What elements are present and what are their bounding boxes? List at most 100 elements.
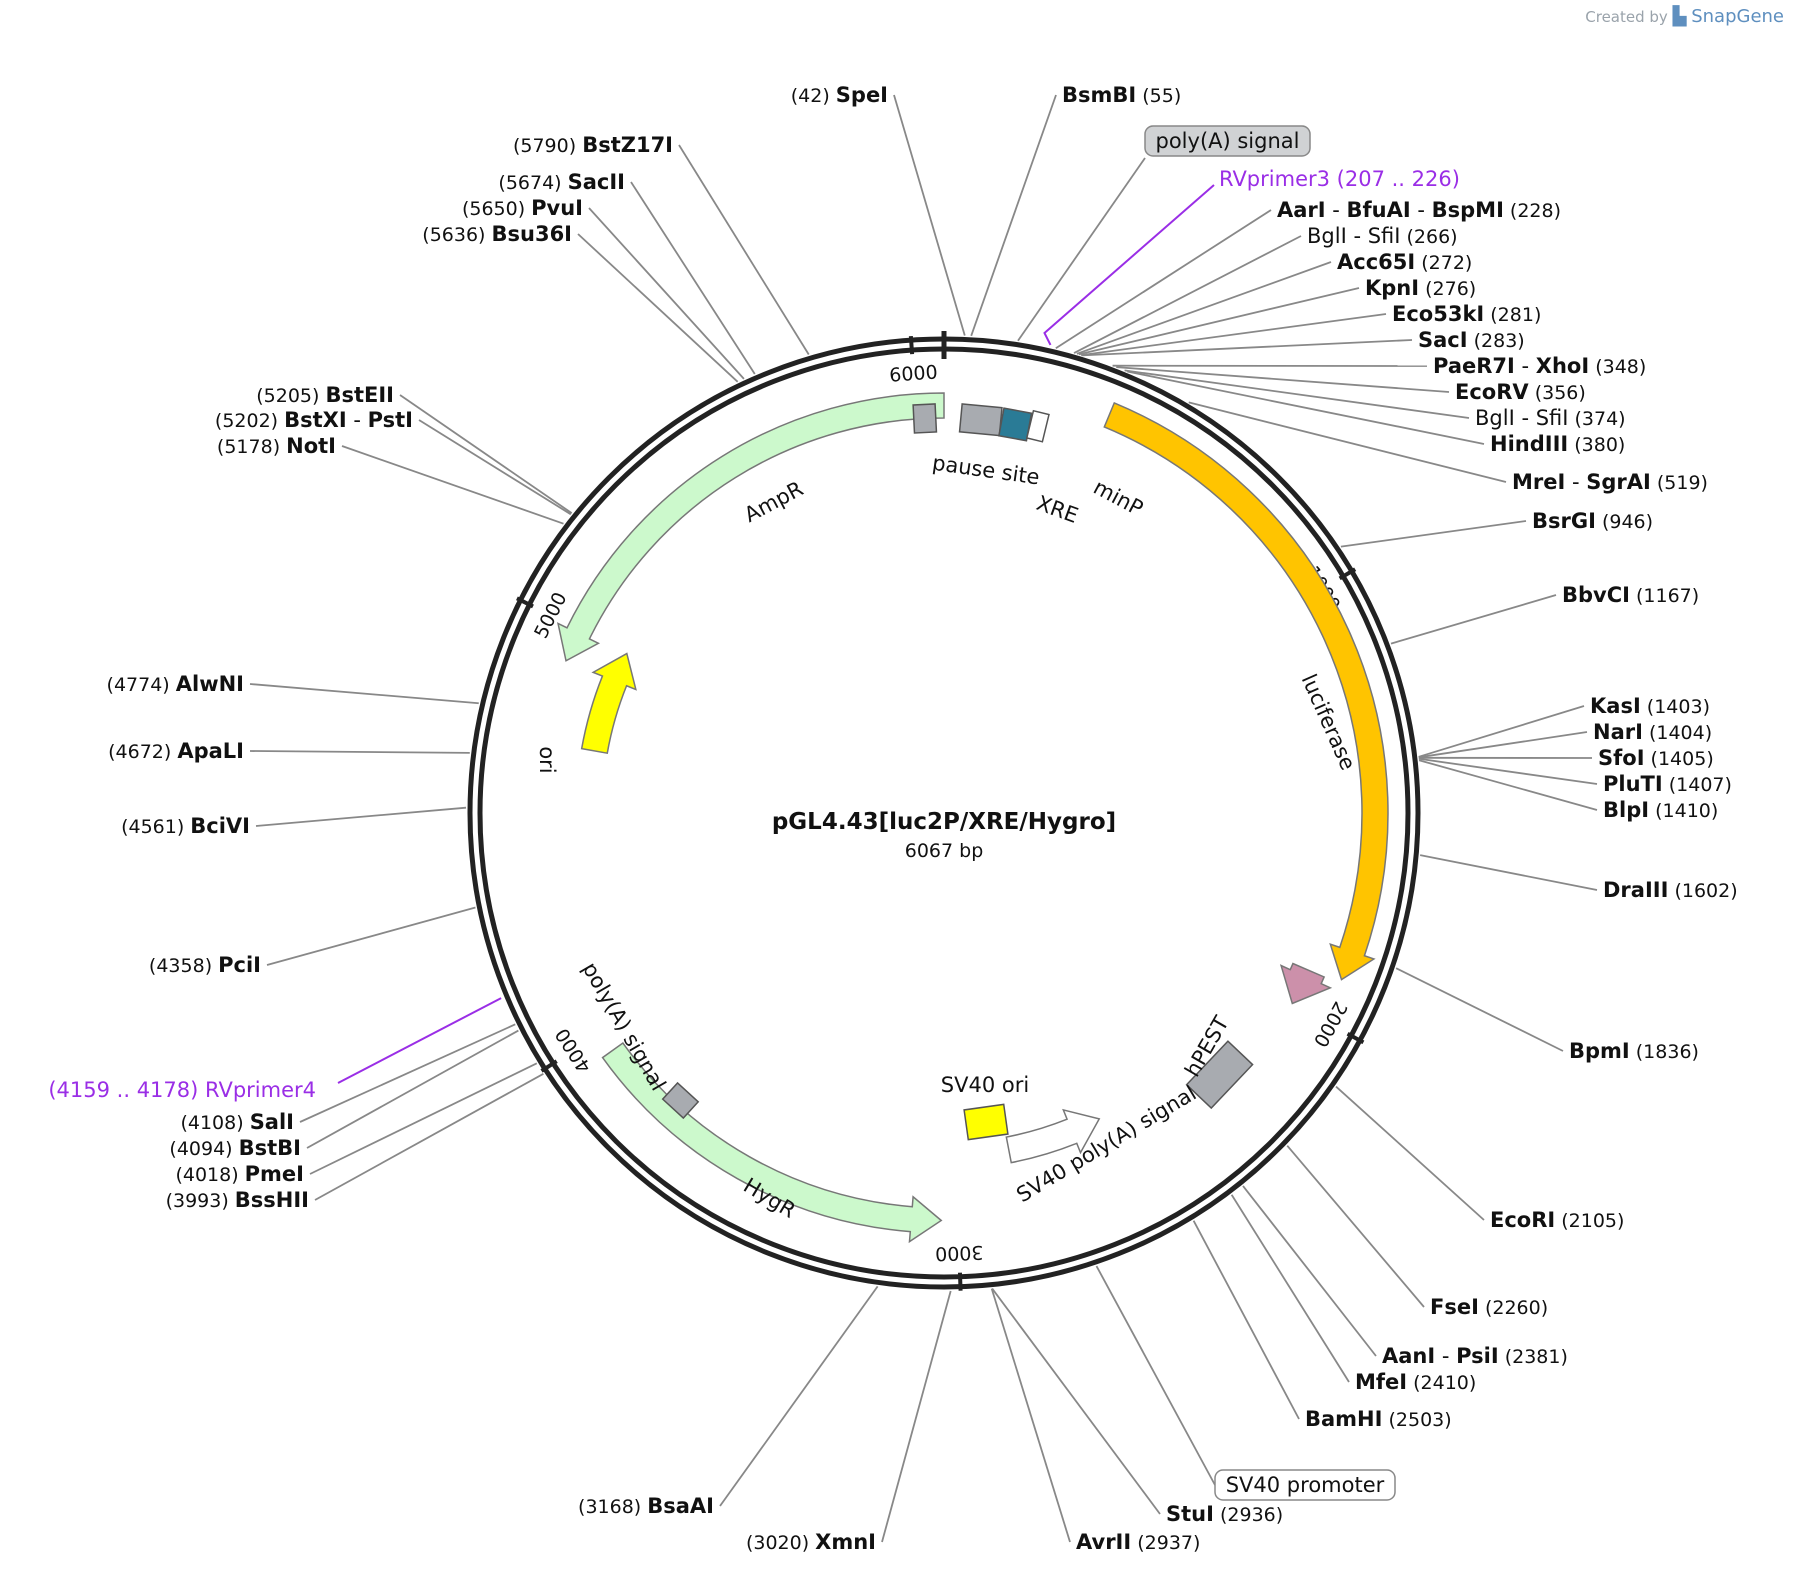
plasmid-backbone: 600010002000300040005000 [467, 331, 1421, 1291]
sv40-promoter-label-box [1214, 1469, 1396, 1501]
site-leader-line [630, 181, 756, 375]
tick-mark [908, 336, 915, 355]
site-leader-line [266, 906, 476, 966]
site-name: PsiI [1456, 1344, 1499, 1368]
site-position: (2936) [1214, 1504, 1283, 1526]
site-position: (374) [1568, 408, 1625, 430]
site-name: PmeI [245, 1162, 304, 1186]
site-label: BsrGI (946) [1532, 509, 1653, 533]
site-name: - [347, 408, 368, 432]
site-leader-line [577, 233, 739, 383]
site-position: (283) [1468, 330, 1525, 352]
site-leader-line [1390, 594, 1557, 645]
site-name: StuI [1166, 1502, 1214, 1526]
polya-top-label-box [1144, 125, 1311, 157]
tick-label: 6000 [889, 361, 939, 386]
site-leader-line [1188, 401, 1507, 483]
site-label: (5178) NotI [217, 434, 336, 458]
site-label: StuI (2936) [1166, 1502, 1283, 1526]
rvprimer4-range: (4159 .. 4178) [48, 1078, 205, 1102]
site-name: Eco53kI [1392, 302, 1484, 326]
site-name: BfuAI [1347, 198, 1411, 222]
site-label: (5205) BstEII [256, 383, 394, 407]
site-name: - [1565, 470, 1586, 494]
site-name: BstXI [284, 408, 347, 432]
site-label: (5674) SacII [498, 170, 625, 194]
site-leader-line [990, 1288, 1071, 1543]
site-position: (1405) [1645, 748, 1714, 770]
site-name: BlpI [1603, 798, 1649, 822]
site-name: SacII [568, 170, 625, 194]
site-label: (3993) BssHII [166, 1188, 309, 1212]
site-position: (55) [1136, 85, 1181, 107]
site-name: SfiI [1536, 406, 1569, 430]
site-name: Acc65I [1337, 250, 1415, 274]
site-leader-line [1286, 1145, 1425, 1308]
site-name: BstZ17I [582, 133, 673, 157]
site-position: (272) [1415, 252, 1472, 274]
site-name: - [1411, 198, 1432, 222]
site-position: (4094) [169, 1138, 238, 1160]
site-label: PluTI (1407) [1603, 772, 1732, 796]
site-position: (1836) [1630, 1041, 1699, 1063]
site-name: BsmBI [1062, 83, 1136, 107]
site-name: AarI [1277, 198, 1326, 222]
credit-prefix: Created by [1585, 8, 1668, 26]
site-leader-line [719, 1285, 879, 1507]
site-label: FseI (2260) [1430, 1295, 1548, 1319]
site-position: (1407) [1663, 774, 1732, 796]
sv40-ori-label: SV40 ori [941, 1073, 1029, 1097]
site-label: BglI - SfiI (266) [1307, 224, 1458, 248]
site-position: (5202) [215, 410, 284, 432]
site-leader-line [893, 94, 966, 336]
site-label: EcoRV (356) [1455, 380, 1586, 404]
site-name: XmnI [815, 1530, 876, 1554]
tick-mark [516, 596, 534, 609]
site-position: (5178) [217, 436, 286, 458]
ampr-label: AmpR [740, 476, 807, 527]
site-position: (946) [1596, 511, 1653, 533]
site-position: (3168) [578, 1496, 647, 1518]
site-position: (5790) [513, 135, 582, 157]
site-name: ApaLI [177, 739, 244, 763]
site-position: (4774) [107, 674, 176, 696]
site-label: (4672) ApaLI [108, 739, 244, 763]
site-name: SalI [250, 1110, 294, 1134]
site-label: KasI (1403) [1590, 694, 1710, 718]
site-leader-line [418, 419, 572, 516]
site-label: SfoI (1405) [1598, 746, 1714, 770]
site-leader-line [1116, 366, 1450, 393]
site-name: SpeI [836, 83, 888, 107]
snapgene-credit: Created by ▙ SnapGene [1585, 6, 1784, 27]
site-position: (276) [1419, 278, 1476, 300]
site-position: (2503) [1382, 1409, 1451, 1431]
plasmid-size: 6067 bp [905, 840, 984, 862]
site-leader-line [678, 144, 810, 356]
site-label: AvrII (2937) [1076, 1530, 1200, 1554]
site-leader-line [249, 750, 470, 754]
site-leader-line [1418, 731, 1588, 759]
tick-mark [957, 1272, 963, 1291]
site-label: (3020) XmnI [746, 1530, 876, 1554]
site-position: (5650) [462, 198, 531, 220]
site-position: (4018) [175, 1164, 244, 1186]
site-name: EcoRV [1455, 380, 1529, 404]
site-leader-line [588, 207, 745, 380]
site-leader-line [1242, 1185, 1377, 1357]
polya-top-leader [1017, 157, 1146, 342]
rvprimer3-leader [1043, 184, 1215, 346]
rvprimer3-range: (207 .. 226) [1337, 167, 1460, 191]
site-label: NarI (1404) [1593, 720, 1712, 744]
site-position: (5674) [498, 172, 567, 194]
site-leader-line [1055, 209, 1272, 350]
site-position: (4358) [149, 955, 218, 977]
site-name: NarI [1593, 720, 1643, 744]
sv40-polya-arrow [1005, 1108, 1101, 1164]
xre-label: XRE [1033, 491, 1081, 528]
site-label: BpmI (1836) [1569, 1039, 1699, 1063]
site-label: SacI (283) [1418, 328, 1525, 352]
site-position: (4561) [121, 816, 190, 838]
site-name: MfeI [1355, 1370, 1407, 1394]
ampr-arrow [556, 392, 945, 662]
